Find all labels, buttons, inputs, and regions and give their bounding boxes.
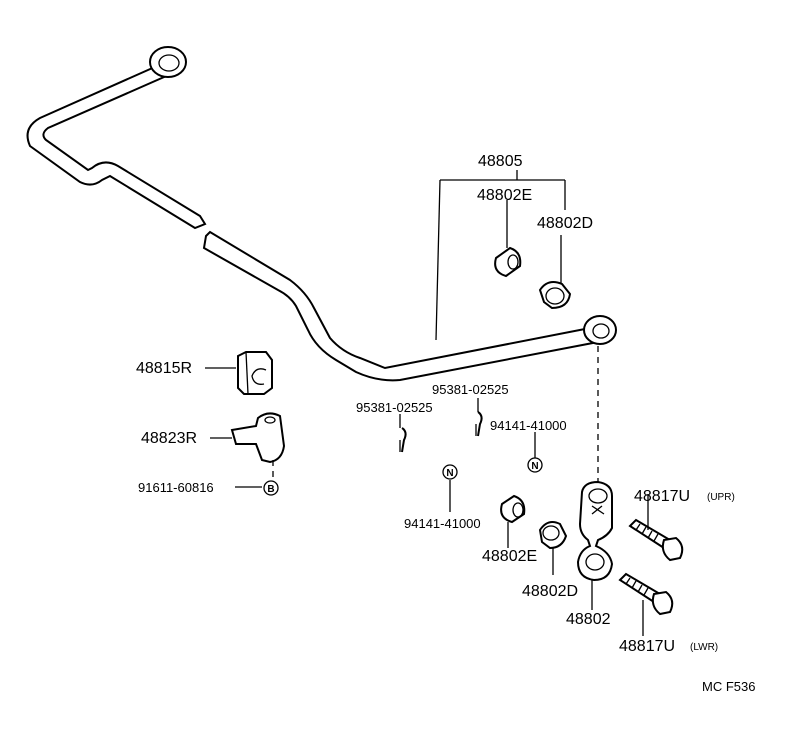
label-48802e-lower: 48802E: [482, 548, 537, 565]
label-95381-left: 95381-02525: [356, 400, 433, 415]
label-48802: 48802: [566, 611, 611, 628]
cotter-pin-right: [475, 411, 483, 437]
cotter-pin-left: [399, 427, 407, 453]
label-48815r: 48815R: [136, 360, 192, 377]
label-lwr: (LWR): [690, 642, 718, 653]
bushing-48802e-lower: [500, 494, 526, 548]
label-48817u-upr: 48817U: [634, 488, 690, 505]
label-48805: 48805: [478, 153, 523, 170]
label-94141-lower: 94141-41000: [404, 516, 481, 531]
bolt-b-icon: [263, 480, 279, 496]
label-48823r: 48823R: [141, 430, 197, 447]
nut-n-icon-left: [442, 464, 458, 480]
bolt-48817u-lower: [618, 572, 674, 636]
label-95381-right: 95381-02525: [432, 382, 509, 397]
label-48802e-top: 48802E: [477, 187, 532, 204]
mark-n-right: N: [531, 461, 538, 472]
bracket-48823r: [210, 412, 286, 480]
label-48802d-lower: 48802D: [522, 583, 578, 600]
bolt-48817u-upper: [628, 494, 684, 562]
group-bracket-48805: [435, 170, 566, 341]
mark-b: B: [267, 484, 274, 495]
label-94141-right: 94141-41000: [490, 418, 567, 433]
label-48802d-top: 48802D: [537, 215, 593, 232]
link-48802: [576, 346, 614, 610]
bushing-48802e-upper: [494, 246, 522, 278]
label-91611: 91611-60816: [138, 480, 214, 495]
cushion-48802d-upper: [538, 281, 572, 310]
bushing-48815r: [205, 351, 273, 395]
figure-code: MC F536: [702, 679, 755, 694]
mark-n-left: N: [446, 468, 453, 479]
stabilizer-bar: [26, 46, 617, 382]
cushion-48802d-lower: [538, 521, 568, 575]
label-48817u-lwr: 48817U: [619, 638, 675, 655]
label-upr: (UPR): [707, 492, 735, 503]
